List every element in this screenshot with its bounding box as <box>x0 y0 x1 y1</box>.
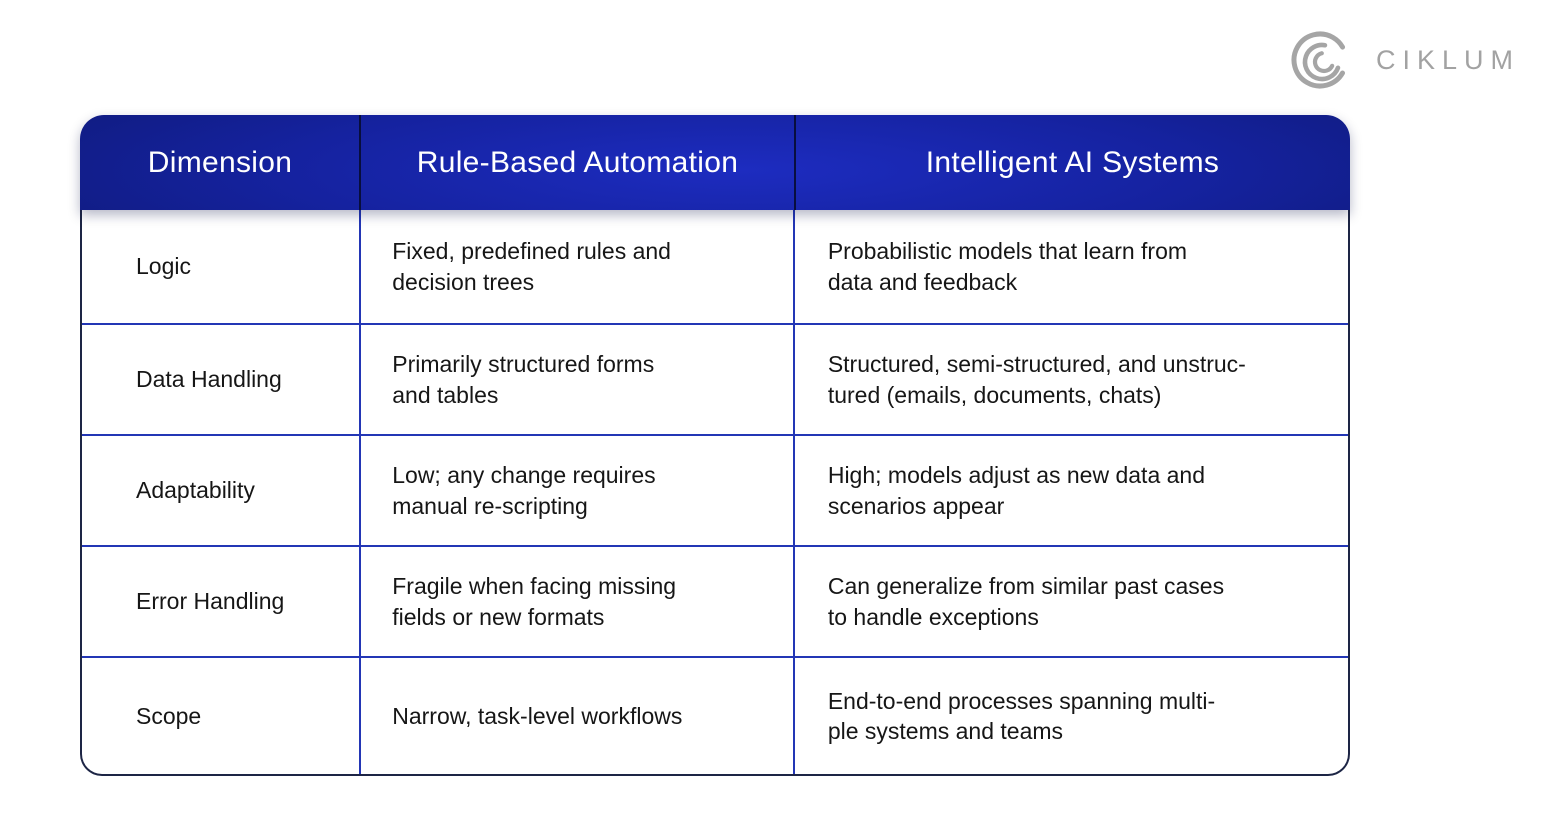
row-label: Logic <box>82 210 362 323</box>
header-divider <box>794 115 796 210</box>
table-row-adaptability: Adaptability Low; any change requires ma… <box>82 434 1348 545</box>
column-header-intelligent-ai-systems: Intelligent AI Systems <box>925 145 1220 179</box>
rule-based-cell: Primarily structured forms and tables <box>361 325 795 434</box>
comparison-table: Dimension Rule-Based Automation Intellig… <box>80 115 1350 776</box>
rule-based-cell: Low; any change requires manual re-scrip… <box>361 436 795 545</box>
column-header-dimension: Dimension <box>147 145 293 179</box>
ciklum-arcs-icon <box>1291 31 1349 89</box>
ai-systems-cell: Probabilistic models that learn from dat… <box>827 238 1188 295</box>
brand-logo: CIKLUM <box>1290 26 1520 94</box>
ai-systems-cell: End-to-end processes spanning multi- ple… <box>827 687 1216 744</box>
table-row-error-handling: Error Handling Fragile when facing missi… <box>82 545 1348 656</box>
rule-based-cell: Fragile when facing missing fields or ne… <box>361 547 795 656</box>
table-row-logic: Logic Fixed, predefined rules and decisi… <box>82 210 1348 323</box>
ai-systems-cell: Structured, semi-structured, and unstruc… <box>827 351 1246 408</box>
row-label: Error Handling <box>82 547 362 656</box>
table-body: Logic Fixed, predefined rules and decisi… <box>80 210 1350 776</box>
row-label: Adaptability <box>82 436 362 545</box>
ai-systems-cell: High; models adjust as new data and scen… <box>827 462 1206 519</box>
row-label: Scope <box>82 658 362 774</box>
table-header-row: Dimension Rule-Based Automation Intellig… <box>80 115 1350 210</box>
rule-based-cell: Fixed, predefined rules and decision tre… <box>361 210 795 323</box>
column-header-rule-based-automation: Rule-Based Automation <box>416 145 739 179</box>
table-row-scope: Scope Narrow, task-level workflows End-t… <box>82 656 1348 774</box>
ai-systems-cell: Can generalize from similar past cases t… <box>827 573 1225 630</box>
rule-based-cell: Narrow, task-level workflows <box>361 658 795 774</box>
header-divider <box>359 115 361 210</box>
brand-name: CIKLUM <box>1375 44 1520 75</box>
table-row-data-handling: Data Handling Primarily structured forms… <box>82 323 1348 434</box>
row-label: Data Handling <box>82 325 362 434</box>
